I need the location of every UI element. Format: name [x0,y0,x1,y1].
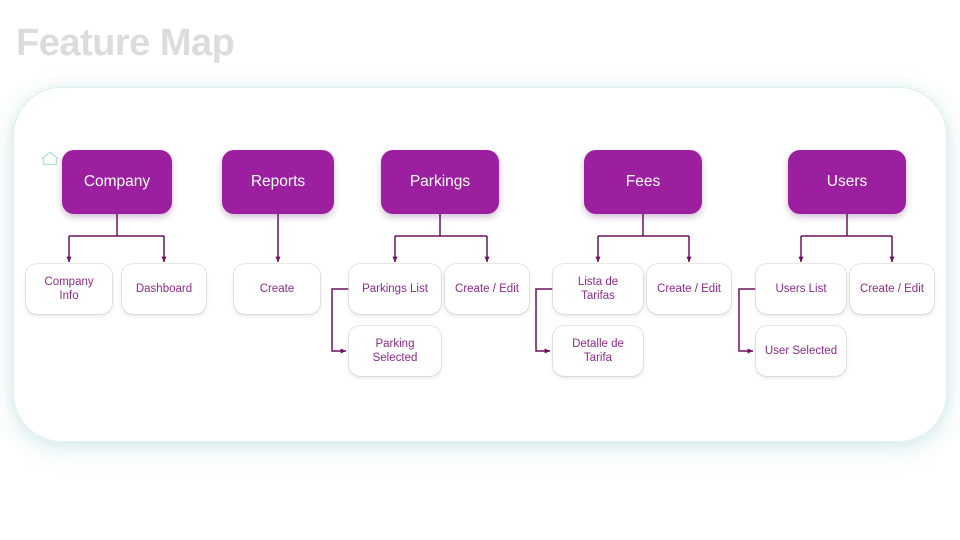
node-label: Users List [775,283,827,295]
leaf-node-dashboard[interactable]: Dashboard [122,264,206,314]
page-title: Feature Map [16,22,235,64]
node-label: Create [259,283,295,295]
leaf-node-create-edit[interactable]: Create / Edit [850,264,934,314]
leaf-node-parking-selected[interactable]: Parking Selected [349,326,441,376]
node-label: Parkings List [362,283,428,295]
leaf-node-detalle-de-tarifa[interactable]: Detalle de Tarifa [553,326,643,376]
home-icon [40,150,60,168]
node-label: Parking Selected [372,338,418,364]
leaf-node-create-edit[interactable]: Create / Edit [445,264,529,314]
root-node-reports[interactable]: Reports [222,150,334,214]
root-node-fees[interactable]: Fees [584,150,702,214]
node-label: Create / Edit [657,283,721,295]
leaf-node-parkings-list[interactable]: Parkings List [349,264,441,314]
root-node-company[interactable]: Company [62,150,172,214]
node-label: User Selected [764,345,838,357]
leaf-node-company-info[interactable]: Company Info [26,264,112,314]
node-label: Company Info [44,276,94,302]
leaf-node-lista-de-tarifas[interactable]: Lista de Tarifas [553,264,643,314]
root-node-parkings[interactable]: Parkings [381,150,499,214]
node-label: Company [83,173,151,190]
node-label: Lista de Tarifas [577,276,619,302]
leaf-node-user-selected[interactable]: User Selected [756,326,846,376]
leaf-node-create[interactable]: Create [234,264,320,314]
leaf-node-users-list[interactable]: Users List [756,264,846,314]
node-label: Create / Edit [455,283,519,295]
node-label: Detalle de Tarifa [572,338,624,364]
root-node-users[interactable]: Users [788,150,906,214]
node-label: Fees [625,173,661,190]
node-label: Reports [250,173,306,190]
node-label: Parkings [409,173,471,190]
node-label: Users [826,173,868,190]
node-label: Create / Edit [860,283,924,295]
leaf-node-create-edit[interactable]: Create / Edit [647,264,731,314]
node-label: Dashboard [135,283,193,295]
